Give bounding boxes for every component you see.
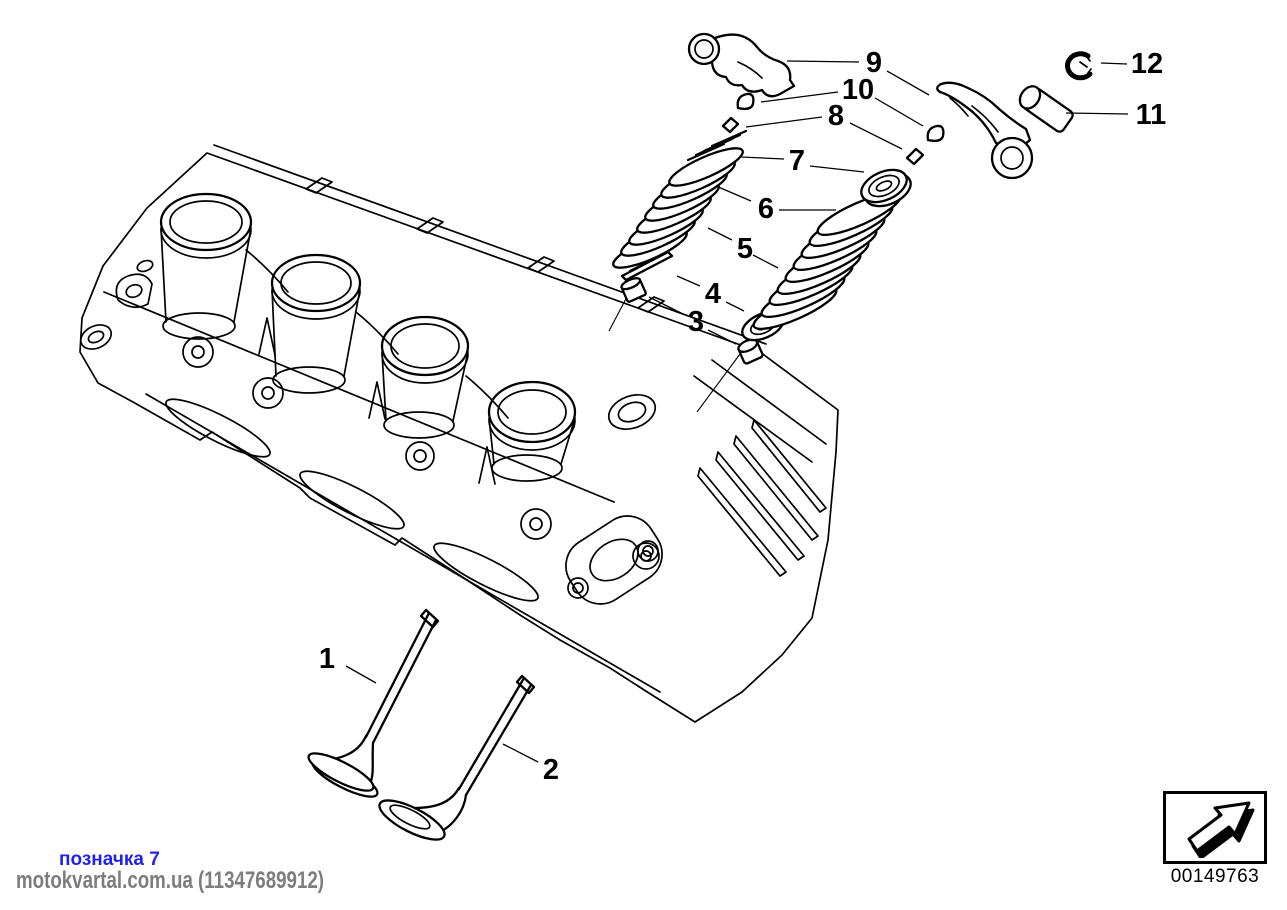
- callout-2[interactable]: 2: [502, 743, 559, 786]
- callout-12[interactable]: 12: [1100, 48, 1163, 80]
- exhaust-port-flange: [565, 515, 663, 605]
- exploded-parts: [307, 32, 1093, 841]
- right-deck-lines: [693, 359, 827, 463]
- leader-line: [874, 97, 924, 127]
- callout-number: 7: [789, 145, 805, 177]
- leader-line: [752, 254, 779, 269]
- callout-10[interactable]: 10: [760, 74, 924, 127]
- valve-keeper-left: [736, 92, 755, 111]
- circlip: [1065, 51, 1093, 81]
- callout-number: 12: [1131, 48, 1163, 80]
- callout-9[interactable]: 9: [786, 47, 930, 96]
- callout-number: 4: [705, 278, 721, 310]
- callout-1[interactable]: 1: [319, 643, 377, 684]
- callout-5[interactable]: 5: [707, 227, 779, 269]
- leader-line: [707, 329, 737, 345]
- watermark-tag: позначка 7: [59, 849, 160, 870]
- diagram-number: 00149763: [1170, 866, 1260, 887]
- valve-keeper-right: [926, 124, 945, 143]
- spring-retainer-right: [860, 168, 912, 208]
- callout-number: 2: [543, 754, 559, 786]
- leader-line: [715, 185, 752, 202]
- callout-11[interactable]: 11: [1065, 99, 1167, 131]
- leader-line: [886, 70, 930, 96]
- gasket-recesses: [165, 398, 539, 602]
- leader-line: [648, 296, 684, 315]
- callouts: 1 2 3 4 5 6 7: [319, 47, 1166, 786]
- leader-line: [760, 91, 839, 103]
- callout-number: 10: [842, 74, 874, 106]
- exhaust-valve: [378, 674, 536, 841]
- axis-line-right: [696, 353, 741, 413]
- spark-plug-well: [607, 394, 657, 430]
- watermark-site: motokvartal.com.ua (11347689912): [16, 867, 325, 894]
- callout-number: 1: [319, 643, 335, 675]
- valve-cotter-right: [905, 147, 925, 166]
- callout-8[interactable]: 8: [745, 100, 903, 150]
- leader-line: [740, 156, 785, 160]
- callout-number: 5: [737, 233, 753, 265]
- valve-guide-cones: [258, 317, 496, 485]
- leader-line: [707, 227, 733, 241]
- leader-line: [786, 60, 860, 63]
- intake-valve: [307, 608, 440, 798]
- callout-4[interactable]: 4: [676, 275, 745, 312]
- bolt-bosses: [182, 336, 660, 570]
- callout-3[interactable]: 3: [648, 296, 737, 345]
- valve-cotter-left: [721, 116, 740, 134]
- valve-stem-seal-right: [737, 338, 764, 365]
- cylinder-head-drawing: [79, 144, 839, 723]
- rocker-arm-right: [936, 81, 1034, 180]
- leader-line: [849, 122, 903, 150]
- page-turn-arrow-icon: [1187, 801, 1255, 858]
- rocker-arm-left: [687, 32, 796, 98]
- left-mounting-ear: [79, 259, 154, 350]
- leader-line: [676, 275, 701, 287]
- cooling-fins: [697, 419, 827, 577]
- rocker-shaft-pin: [1018, 85, 1074, 133]
- spring-retainer-left: [686, 129, 748, 162]
- head-webs: [245, 249, 509, 419]
- stamp-box: [1163, 791, 1267, 864]
- valve-spring-right: [752, 191, 902, 331]
- leader-line: [809, 165, 865, 173]
- callout-number: 9: [866, 47, 882, 79]
- part-number-stamp: 00149763: [1163, 791, 1267, 888]
- head-rail: [213, 144, 767, 345]
- leader-line: [502, 743, 539, 763]
- callout-6[interactable]: 6: [715, 185, 836, 225]
- bottom-band: [145, 393, 661, 693]
- callout-number: 8: [828, 100, 844, 132]
- leader-line: [745, 116, 823, 128]
- callout-number: 3: [688, 306, 704, 338]
- intake-trumpets: [159, 192, 577, 482]
- valve-spring-left: [612, 147, 744, 269]
- callout-number: 11: [1136, 99, 1167, 131]
- callout-number: 6: [758, 193, 774, 225]
- leader-line: [1100, 62, 1128, 65]
- leader-line: [1065, 112, 1129, 115]
- rail-notches: [305, 177, 665, 313]
- leader-line: [345, 665, 377, 684]
- leader-line: [725, 301, 745, 312]
- deck-edge: [103, 291, 615, 503]
- callout-7[interactable]: 7: [740, 145, 865, 177]
- valve-stem-seal-left: [620, 277, 647, 303]
